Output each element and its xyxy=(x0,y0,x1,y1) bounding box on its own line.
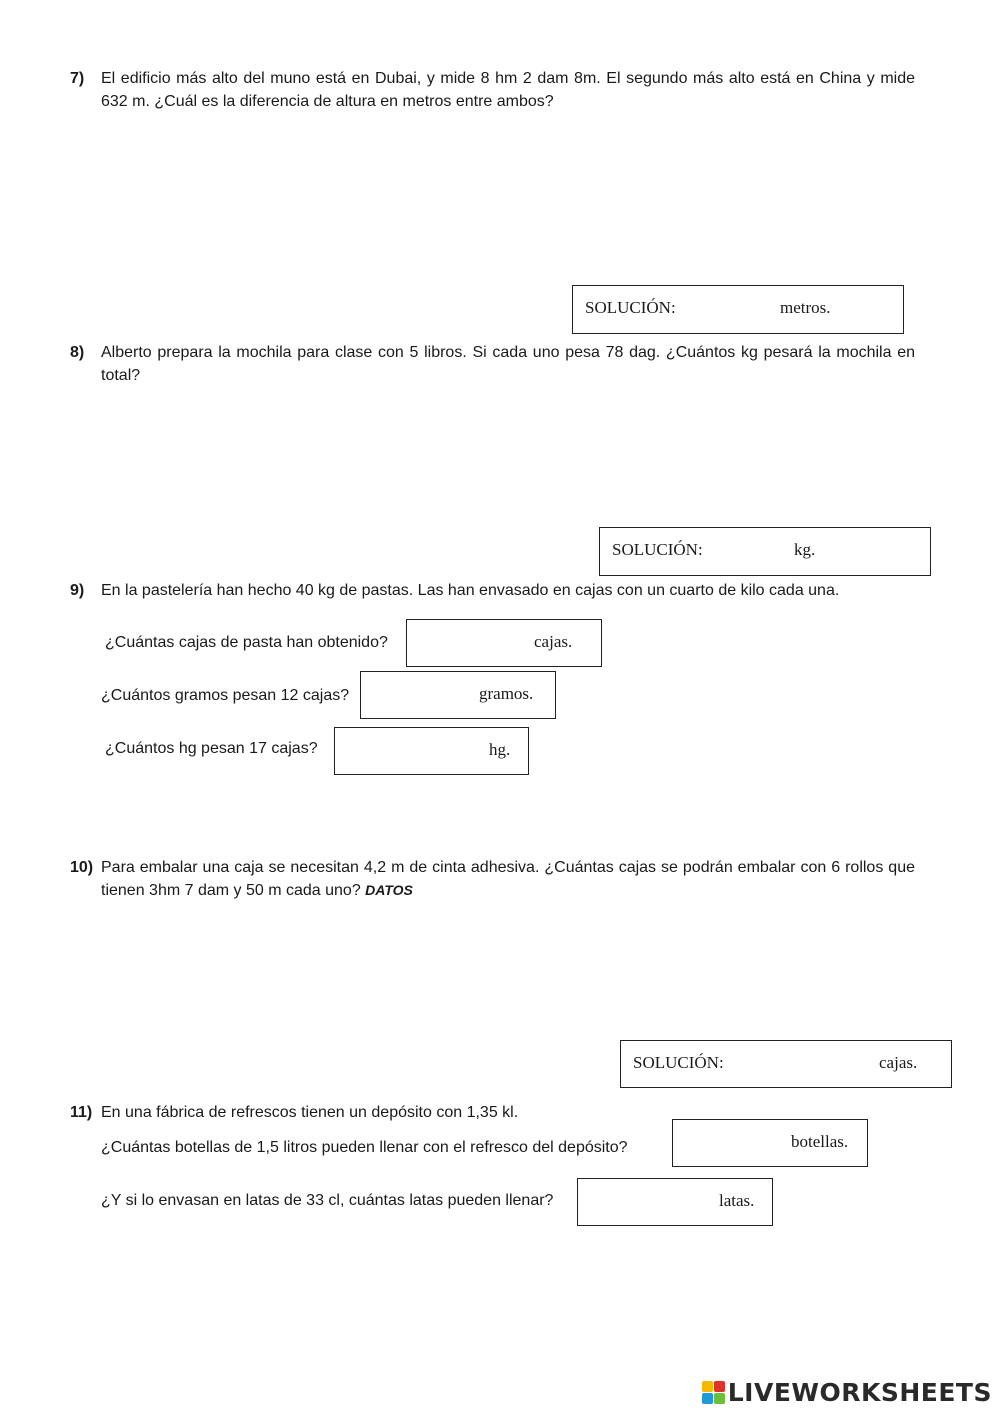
unit-label: gramos. xyxy=(479,684,534,703)
question-11: 11) En una fábrica de refrescos tienen u… xyxy=(70,1101,915,1124)
datos-label: DATOS xyxy=(365,882,413,898)
unit-label: hg. xyxy=(489,740,511,759)
unit-label: kg. xyxy=(794,540,816,559)
question-number: 8) xyxy=(70,344,85,361)
unit-label: latas. xyxy=(719,1191,755,1210)
answer-box[interactable]: cajas. xyxy=(406,619,602,667)
question-number: 11) xyxy=(70,1104,93,1121)
question-text: El edificio más alto del muno está en Du… xyxy=(101,70,915,110)
question-number: 7) xyxy=(70,70,85,87)
logo-text: LIVEWORKSHEETS xyxy=(727,1377,992,1407)
answer-box[interactable]: latas. xyxy=(577,1178,773,1226)
solution-box-q8[interactable]: SOLUCIÓN: kg. xyxy=(599,527,931,576)
sub-question: ¿Y si lo envasan en latas de 33 cl, cuán… xyxy=(101,1192,554,1209)
answer-box[interactable]: botellas. xyxy=(672,1119,868,1167)
question-10: 10) Para embalar una caja se necesitan 4… xyxy=(70,856,915,902)
sub-question: ¿Cuántas cajas de pasta han obtenido? xyxy=(105,634,388,651)
answer-box[interactable]: hg. xyxy=(334,727,529,775)
sub-question: ¿Cuántos gramos pesan 12 cajas? xyxy=(101,687,350,704)
question-7: 7) El edificio más alto del muno está en… xyxy=(70,67,915,113)
unit-label: botellas. xyxy=(791,1132,849,1151)
question-number: 10) xyxy=(70,859,94,876)
sub-question: ¿Cuántas botellas de 1,5 litros pueden l… xyxy=(101,1139,628,1156)
liveworksheets-logo: LIVEWORKSHEETS xyxy=(701,1377,992,1407)
question-text: En la pastelería han hecho 40 kg de past… xyxy=(101,582,840,599)
unit-label: metros. xyxy=(780,298,831,317)
solution-label: SOLUCIÓN: xyxy=(585,298,676,317)
solution-box-q10[interactable]: SOLUCIÓN: cajas. xyxy=(620,1040,952,1088)
question-text: Para embalar una caja se necesitan 4,2 m… xyxy=(101,859,915,899)
question-text: Alberto prepara la mochila para clase co… xyxy=(101,344,915,384)
sub-question: ¿Cuántos hg pesan 17 cajas? xyxy=(105,740,318,757)
solution-label: SOLUCIÓN: xyxy=(612,540,703,559)
unit-label: cajas. xyxy=(534,632,573,651)
question-9: 9) En la pastelería han hecho 40 kg de p… xyxy=(70,579,915,602)
solution-box-q7[interactable]: SOLUCIÓN: metros. xyxy=(572,285,904,334)
question-8: 8) Alberto prepara la mochila para clase… xyxy=(70,341,915,387)
solution-label: SOLUCIÓN: xyxy=(633,1053,724,1072)
question-number: 9) xyxy=(70,582,85,599)
question-text: En una fábrica de refrescos tienen un de… xyxy=(101,1104,519,1121)
logo-mark-icon xyxy=(701,1380,725,1404)
answer-box[interactable]: gramos. xyxy=(360,671,556,719)
unit-label: cajas. xyxy=(879,1053,918,1072)
